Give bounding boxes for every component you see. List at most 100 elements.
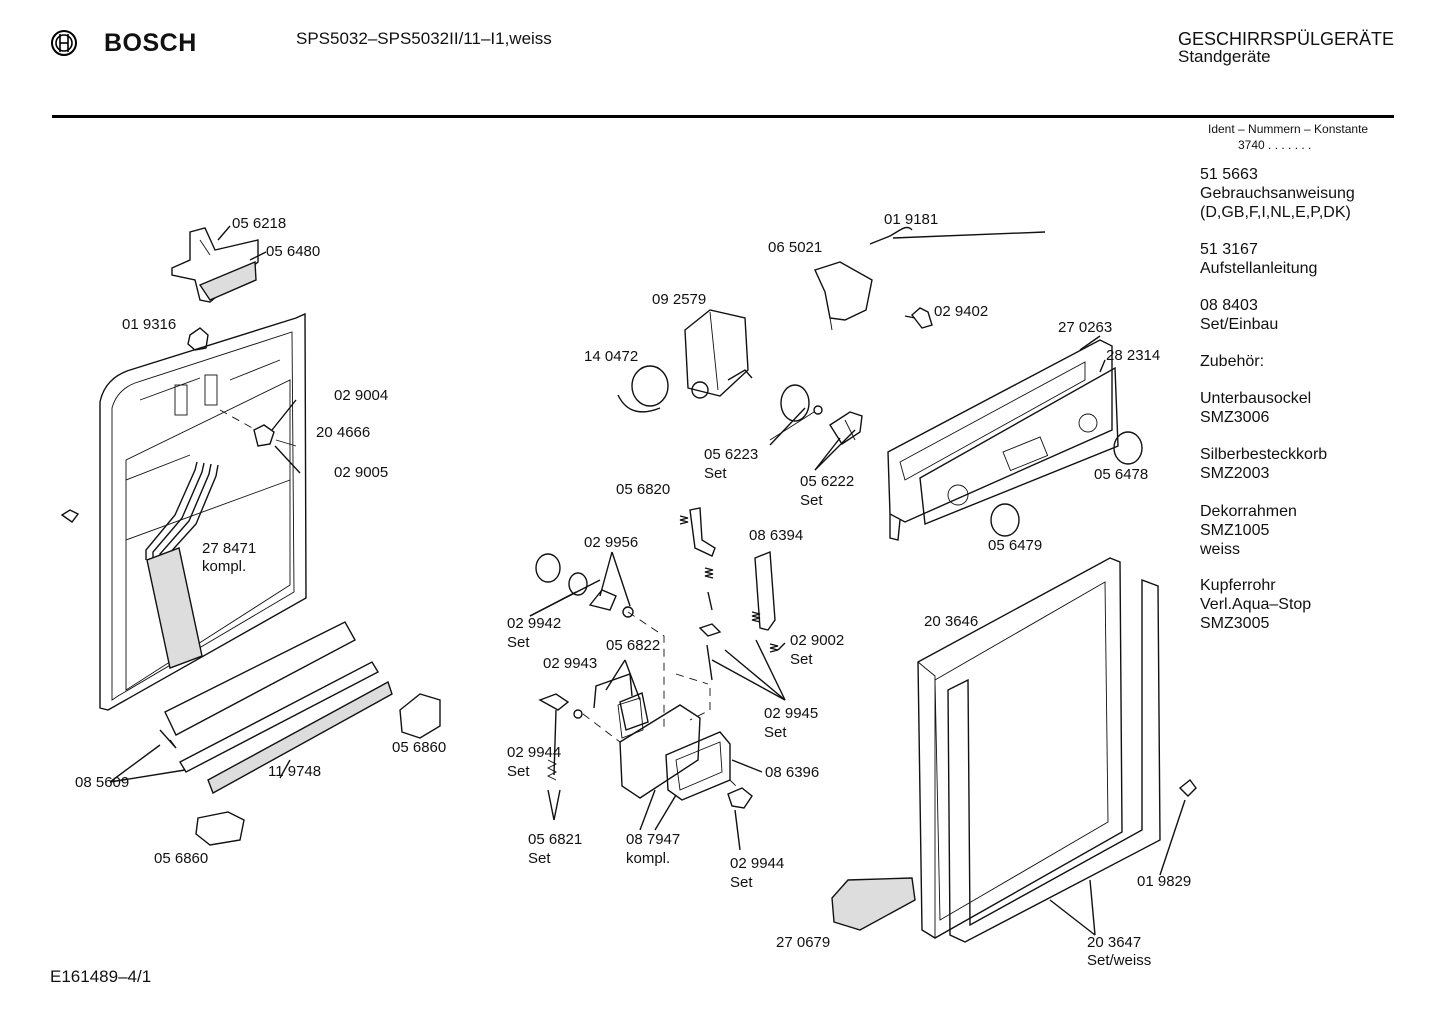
part-label: 05 6479 bbox=[988, 537, 1043, 554]
part-label: 02 9944 bbox=[507, 744, 562, 761]
bottom-strips bbox=[159, 621, 393, 795]
part-label: Set bbox=[730, 874, 753, 891]
part-label: 02 9004 bbox=[334, 387, 389, 404]
part-label: 05 6223 bbox=[704, 446, 759, 463]
part-label: 28 2314 bbox=[1106, 347, 1161, 364]
accessory-heading: Zubehör: bbox=[1200, 353, 1265, 370]
part-label: 14 0472 bbox=[584, 348, 639, 365]
part-label: 02 9944 bbox=[730, 855, 785, 872]
latch-part bbox=[219, 409, 297, 447]
part-label: 02 9945 bbox=[764, 705, 819, 722]
part-label: Set bbox=[528, 850, 551, 867]
control-panel bbox=[887, 339, 1119, 541]
ident-title: Ident – Nummern – Konstante bbox=[1208, 122, 1369, 136]
part-label: Set/weiss bbox=[1087, 952, 1152, 969]
button-part bbox=[911, 307, 933, 329]
washer-part bbox=[622, 606, 634, 618]
dial-part bbox=[769, 384, 823, 441]
outer-door bbox=[917, 557, 1123, 939]
washer-part bbox=[568, 572, 588, 596]
knob-part bbox=[535, 553, 561, 583]
part-label: 01 9316 bbox=[122, 316, 177, 333]
part-label: 27 0263 bbox=[1058, 319, 1113, 336]
part-label: Set bbox=[790, 651, 813, 668]
part-label: 05 6478 bbox=[1094, 466, 1149, 483]
part-label: kompl. bbox=[202, 558, 247, 575]
part-label: 01 9181 bbox=[884, 211, 939, 228]
ident-value: 3740 . . . . . . . bbox=[1238, 138, 1312, 152]
knob-part bbox=[617, 365, 669, 413]
screw-icon bbox=[706, 644, 713, 681]
part-label: 05 6820 bbox=[616, 481, 671, 498]
door-panel bbox=[99, 312, 307, 711]
part-label: Set bbox=[764, 724, 787, 741]
part-label: 20 3647 bbox=[1087, 934, 1142, 951]
part-label: 20 4666 bbox=[316, 424, 371, 441]
washer-part bbox=[573, 709, 583, 719]
part-label: 06 5021 bbox=[768, 239, 823, 256]
bracket-part bbox=[754, 550, 776, 631]
part-label: 08 6396 bbox=[765, 764, 820, 781]
pin-part bbox=[727, 787, 753, 809]
nut-icon bbox=[698, 623, 722, 637]
bracket-part bbox=[829, 411, 863, 445]
clip-part bbox=[187, 327, 209, 351]
part-label: Set bbox=[704, 465, 727, 482]
spring-icon bbox=[679, 515, 779, 653]
subcategory-title: Standgeräte bbox=[1178, 47, 1271, 66]
timer-unit bbox=[684, 309, 753, 399]
part-label: 05 6480 bbox=[266, 243, 321, 260]
screw-icon bbox=[1178, 779, 1197, 797]
part-label: 05 6822 bbox=[606, 637, 661, 654]
screw-icon bbox=[60, 509, 80, 523]
screw-icon bbox=[707, 591, 713, 611]
part-label: 02 9956 bbox=[584, 534, 639, 551]
cap-part bbox=[588, 589, 617, 611]
part-label: 05 6218 bbox=[232, 215, 287, 232]
part-label: 09 2579 bbox=[652, 291, 707, 308]
base-bracket bbox=[831, 877, 916, 931]
part-label: 20 3646 bbox=[924, 613, 979, 630]
bosch-logo bbox=[50, 29, 78, 62]
part-label: 08 6394 bbox=[749, 527, 804, 544]
bosch-armature-icon bbox=[51, 30, 77, 56]
part-label: 02 9942 bbox=[507, 615, 562, 632]
cable-part bbox=[869, 226, 913, 245]
part-label: 08 7947 bbox=[626, 831, 681, 848]
category-title: GESCHIRRSPÜLGERÄTE bbox=[1178, 29, 1395, 49]
ribbon-cable bbox=[145, 461, 219, 669]
pin-part bbox=[538, 693, 570, 711]
knob-part bbox=[990, 503, 1020, 537]
part-label: Set bbox=[800, 492, 823, 509]
part-label: 01 9829 bbox=[1137, 873, 1192, 890]
part-label: 05 6222 bbox=[800, 473, 855, 490]
knob-part bbox=[1113, 431, 1143, 465]
part-label: 05 6860 bbox=[392, 739, 447, 756]
part-label: 11 9748 bbox=[268, 763, 322, 780]
door-frame bbox=[947, 578, 1161, 943]
part-label: 05 6860 bbox=[154, 850, 209, 867]
part-label: 08 5609 bbox=[75, 774, 130, 791]
part-label: kompl. bbox=[626, 850, 671, 867]
part-label: 02 9005 bbox=[334, 464, 389, 481]
switch-part bbox=[814, 261, 873, 331]
part-label: 27 0679 bbox=[776, 934, 831, 951]
part-label: Set bbox=[507, 763, 530, 780]
leader-lines bbox=[109, 225, 1186, 936]
brand-name: BOSCH bbox=[104, 29, 197, 57]
door-lock-assembly bbox=[617, 697, 731, 801]
part-label: 05 6821 bbox=[528, 831, 583, 848]
cover-part bbox=[619, 692, 649, 731]
part-label: 02 9402 bbox=[934, 303, 989, 320]
part-label: Set bbox=[507, 634, 530, 651]
part-label: 02 9943 bbox=[543, 655, 598, 672]
drawing-code: E161489–4/1 bbox=[50, 967, 152, 986]
